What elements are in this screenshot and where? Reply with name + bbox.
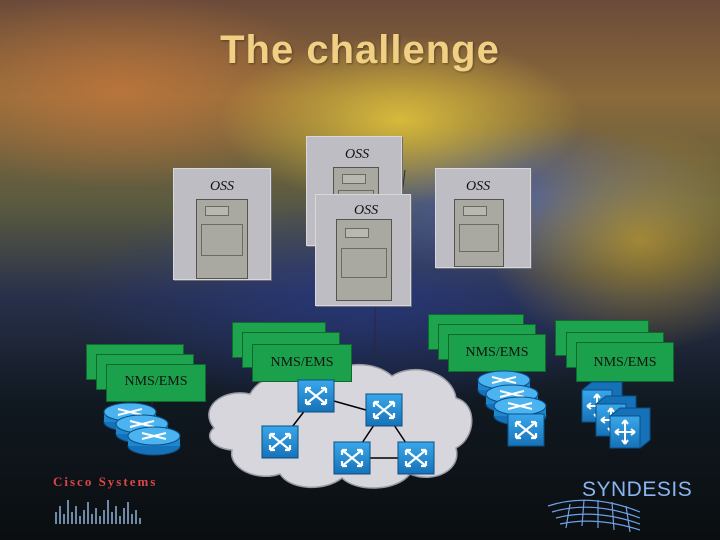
switch-icon	[262, 426, 298, 458]
switch-icon	[508, 414, 544, 446]
cisco-bars-logo	[56, 500, 140, 524]
switch-icon	[298, 380, 334, 412]
switch-icon	[366, 394, 402, 426]
switch-icon	[334, 442, 370, 474]
router-icon	[128, 427, 180, 455]
switch-icon	[398, 442, 434, 474]
syndesis-logo-text: SYNDESIS	[582, 478, 692, 502]
atm-switch-icon	[610, 408, 650, 448]
syndesis-globe-logo	[548, 500, 640, 532]
cisco-logo-text: Cisco Systems	[53, 474, 157, 490]
